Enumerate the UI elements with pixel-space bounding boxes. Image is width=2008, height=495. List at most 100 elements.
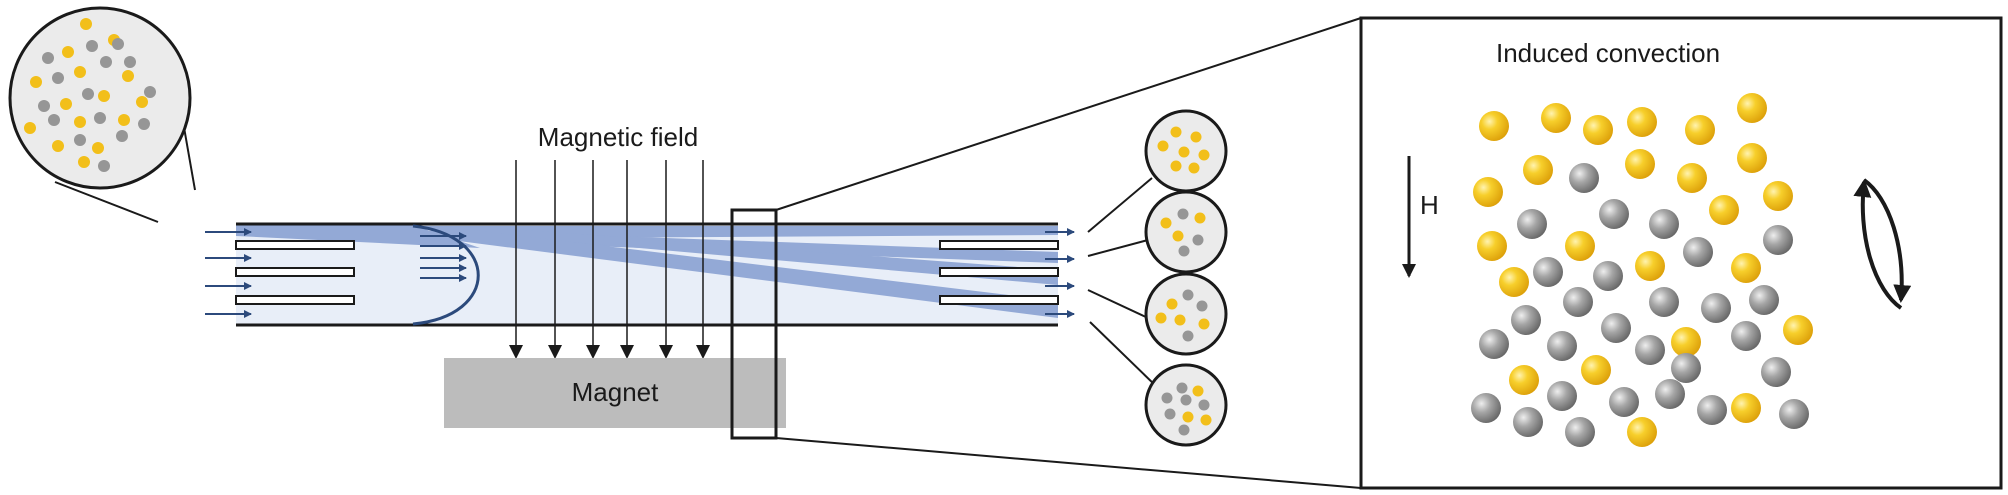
gold-particle <box>1170 126 1182 138</box>
gray-particle <box>38 100 50 112</box>
gold-particle <box>1194 212 1206 224</box>
outlet-particles <box>1155 126 1212 436</box>
gold-particle <box>1182 411 1194 423</box>
gold-particle <box>1170 160 1182 172</box>
gray-particle <box>1655 379 1685 409</box>
induced-convection-panel: Induced convection H <box>1359 16 2003 490</box>
gray-particle <box>1563 287 1593 317</box>
outlet-view-2 <box>1144 190 1228 274</box>
gold-particle <box>30 76 42 88</box>
gold-particle <box>1479 111 1509 141</box>
gray-particle <box>1180 394 1192 406</box>
gold-particle <box>122 70 134 82</box>
gray-particle <box>1731 321 1761 351</box>
gray-particle <box>1177 208 1189 220</box>
induced-convection-title: Induced convection <box>1496 38 1720 68</box>
gold-particle <box>60 98 72 110</box>
circular-arrows-icon <box>1853 178 1912 310</box>
gold-particle <box>1671 327 1701 357</box>
gold-particle <box>1477 231 1507 261</box>
gray-particle <box>1763 225 1793 255</box>
gold-particle <box>1172 230 1184 242</box>
gray-particle <box>94 112 106 124</box>
gold-particle <box>1565 231 1595 261</box>
convection-particles <box>1471 93 1813 447</box>
inlet-mixture-view <box>8 6 196 223</box>
gray-particle <box>1479 329 1509 359</box>
magnetic-field-label: Magnetic field <box>538 122 698 152</box>
outlet-views <box>1087 109 1228 447</box>
gold-particle <box>62 46 74 58</box>
gray-particle <box>1599 199 1629 229</box>
gold-particle <box>52 140 64 152</box>
gold-particle <box>80 18 92 30</box>
gold-particle <box>1200 414 1212 426</box>
gold-particle <box>1763 181 1793 211</box>
gray-particle <box>74 134 86 146</box>
gold-particle <box>1731 393 1761 423</box>
gold-particle <box>1178 146 1190 158</box>
gold-particle <box>1783 315 1813 345</box>
gold-particle <box>1677 163 1707 193</box>
gray-particle <box>1178 245 1190 257</box>
gray-particle <box>1761 357 1791 387</box>
gold-particle <box>1709 195 1739 225</box>
gold-particle <box>92 142 104 154</box>
gold-particle <box>98 90 110 102</box>
gray-particle <box>1533 257 1563 287</box>
gray-particle <box>1198 399 1210 411</box>
gold-particle <box>1166 298 1178 310</box>
gray-particle <box>1649 287 1679 317</box>
gray-particle <box>1511 305 1541 335</box>
gold-particle <box>1174 314 1186 326</box>
gold-particle <box>74 66 86 78</box>
microfluidic-channel <box>205 222 1075 327</box>
gold-particle <box>136 96 148 108</box>
gray-particle <box>1649 209 1679 239</box>
gold-particle <box>1523 155 1553 185</box>
gray-particle <box>138 118 150 130</box>
magnet-label: Magnet <box>572 377 659 407</box>
gray-particle <box>1565 417 1595 447</box>
gold-particle <box>1541 103 1571 133</box>
gray-particle <box>1161 392 1173 404</box>
gold-particle <box>1157 140 1169 152</box>
gold-particle <box>1581 355 1611 385</box>
gray-particle <box>124 56 136 68</box>
gray-particle <box>1697 395 1727 425</box>
gray-particle <box>1569 163 1599 193</box>
gold-particle <box>1627 417 1657 447</box>
gray-particle <box>48 114 60 126</box>
gray-particle <box>1601 313 1631 343</box>
gray-particle <box>1609 387 1639 417</box>
gray-particle <box>112 38 124 50</box>
gold-particle <box>1731 253 1761 283</box>
gray-particle <box>1513 407 1543 437</box>
gray-particle <box>116 130 128 142</box>
outlet-view-3 <box>1144 272 1228 356</box>
gray-particle <box>1517 209 1547 239</box>
gray-particle <box>1164 408 1176 420</box>
gray-particle <box>98 160 110 172</box>
gold-particle <box>1190 131 1202 143</box>
gold-particle <box>1685 115 1715 145</box>
magnet: Magnet <box>444 358 786 428</box>
gold-particle <box>1625 149 1655 179</box>
gold-particle <box>1627 107 1657 137</box>
gold-particle <box>1160 217 1172 229</box>
gold-particle <box>1737 93 1767 123</box>
gold-particle <box>1499 267 1529 297</box>
gray-particle <box>86 40 98 52</box>
gray-particle <box>1547 331 1577 361</box>
gold-particle <box>1635 251 1665 281</box>
gray-particle <box>1749 285 1779 315</box>
gold-particle <box>1473 177 1503 207</box>
gray-particle <box>1671 353 1701 383</box>
gray-particle <box>42 52 54 64</box>
field-direction-label: H <box>1420 190 1439 220</box>
gray-particle <box>1196 300 1208 312</box>
gold-particle <box>1188 162 1200 174</box>
gold-particle <box>118 114 130 126</box>
gray-particle <box>1471 393 1501 423</box>
